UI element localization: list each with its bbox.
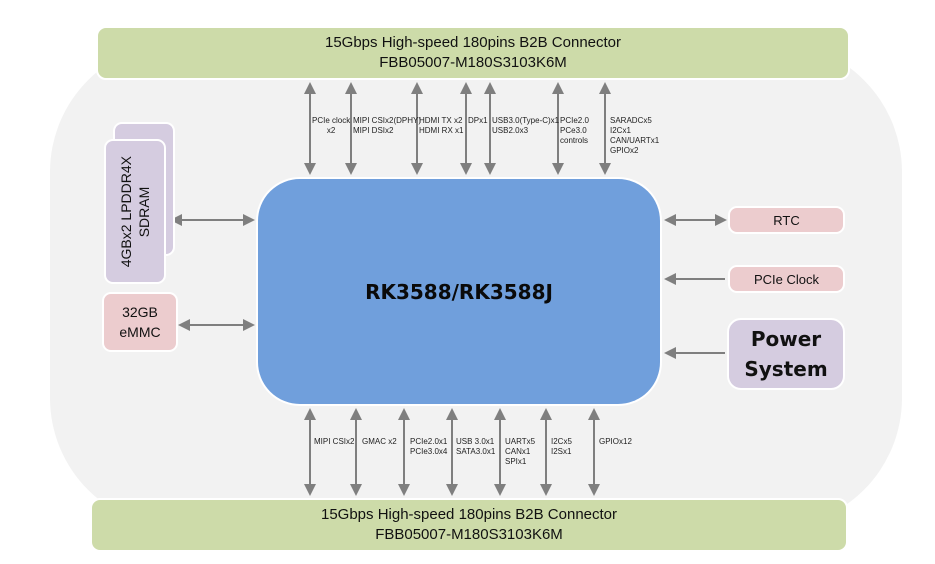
- signal-text: USB 3.0x1: [456, 437, 495, 446]
- emmc-label-line2: eMMC: [119, 324, 161, 340]
- top-connector-part-number: FBB05007-M180S3103K6M: [379, 54, 567, 71]
- signal-text: I2Cx1: [610, 126, 631, 135]
- signal-text: SPIx1: [505, 457, 527, 466]
- signal-text: CAN/UARTx1: [610, 136, 660, 145]
- bottom-signal-label: MIPI CSIx2: [314, 437, 354, 447]
- signal-text: PCIe2.0: [560, 116, 589, 125]
- soc-block: RK3588/RK3588J: [256, 177, 662, 406]
- signal-text: HDMI TX x2: [419, 116, 463, 125]
- power-label-line2: System: [744, 357, 828, 381]
- top-signal-label: MIPI CSIx2(DPHY)MIPI DSIx2: [353, 116, 421, 136]
- bottom-b2b-connector: 15Gbps High-speed 180pins B2B Connector …: [90, 498, 848, 552]
- signal-text: MIPI DSIx2: [353, 126, 394, 135]
- signal-text: PCIe3.0x4: [410, 447, 448, 456]
- rtc-label: RTC: [773, 212, 800, 228]
- rtc-block: RTC: [728, 206, 845, 234]
- signal-text: GPIOx2: [610, 146, 639, 155]
- signal-text: controls: [560, 136, 589, 145]
- signal-text: CANx1: [505, 447, 531, 456]
- signal-text: MIPI CSIx2: [314, 437, 355, 446]
- top-connector-title: 15Gbps High-speed 180pins B2B Connector: [324, 34, 622, 51]
- bottom-signal-label: GPIOx12: [599, 437, 632, 447]
- bottom-signal-label: GMAC x2: [362, 437, 397, 447]
- signal-text: I2Sx1: [551, 447, 572, 456]
- signal-text: PCIe2.0x1: [410, 437, 448, 446]
- ram-label-line1: 4GBx2 LPDDR4X: [118, 155, 134, 268]
- signal-text: x2: [326, 126, 336, 135]
- ram-label-line2: SDRAM: [136, 186, 152, 237]
- signal-text: HDMI RX x1: [419, 126, 464, 135]
- signal-text: GPIOx12: [599, 437, 632, 446]
- signal-text: MIPI CSIx2(DPHY): [353, 116, 422, 125]
- emmc-block: 32GB eMMC: [102, 292, 178, 352]
- signal-text: I2Cx5: [551, 437, 572, 446]
- bottom-connector-part-number: FBB05007-M180S3103K6M: [375, 526, 563, 543]
- signal-text: USB3.0(Type-C)x1: [492, 116, 560, 125]
- soc-title: RK3588/RK3588J: [365, 279, 553, 304]
- signal-text: PCIe clock: [312, 116, 351, 125]
- signal-text: GMAC x2: [362, 437, 397, 446]
- pcie-clock-block: PCIe Clock: [728, 265, 845, 293]
- emmc-label-line1: 32GB: [122, 304, 158, 320]
- bottom-connector-title: 15Gbps High-speed 180pins B2B Connector: [320, 506, 618, 523]
- signal-text: DPx1: [468, 116, 488, 125]
- power-system-block: Power System: [727, 318, 845, 390]
- signal-text: USB2.0x3: [492, 126, 529, 135]
- ram-label: 4GBx2 LPDDR4X SDRAM: [117, 156, 153, 267]
- top-signal-label: DPx1: [468, 116, 488, 126]
- pcie-clock-label: PCIe Clock: [753, 271, 820, 287]
- signal-text: SATA3.0x1: [456, 447, 496, 456]
- signal-text: PCe3.0: [560, 126, 587, 135]
- power-label-line1: Power: [750, 327, 822, 351]
- ram-block: 4GBx2 LPDDR4X SDRAM: [104, 139, 166, 284]
- signal-text: SARADCx5: [610, 116, 652, 125]
- top-b2b-connector: 15Gbps High-speed 180pins B2B Connector …: [96, 26, 850, 80]
- signal-text: UARTx5: [505, 437, 536, 446]
